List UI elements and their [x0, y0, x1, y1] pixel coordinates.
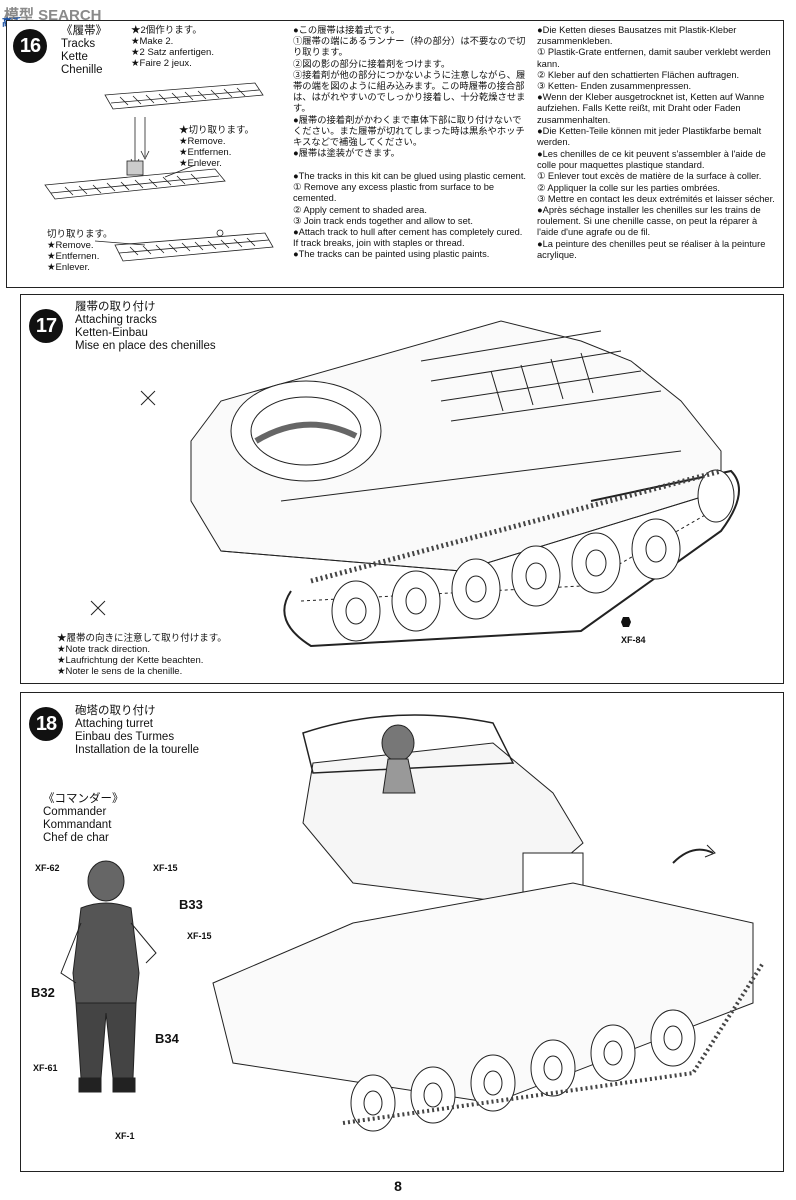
step18-title-jp: 砲塔の取り付け — [75, 705, 156, 717]
jp-line-3: ③接着剤が他の部分につかないように注意しながら、履帯の端を図のように組み込みます… — [293, 69, 526, 114]
road-wheels — [331, 469, 735, 642]
step17-note-en: ★Note track direction. — [57, 644, 150, 655]
de-line-0: ●Die Ketten dieses Bausatzes mit Plastik… — [537, 25, 737, 47]
commander-figure-illustration — [60, 860, 157, 1093]
step18-panel: 18 砲塔の取り付け Attaching turret Einbau des T… — [20, 692, 784, 1172]
step16-title-fr: Chenille — [61, 64, 103, 76]
watermark: 模型 SEARCH — [4, 7, 102, 24]
step17-title-en: Attaching tracks — [75, 314, 157, 326]
de-line-3: ③ Ketten- Enden zusammenpressen. — [537, 81, 692, 92]
de-line-1: ① Plastik-Grate entfernen, damit sauber … — [537, 47, 771, 69]
en-line-0: ●The tracks in this kit can be glued usi… — [293, 171, 526, 181]
jp-line-1: ①履帯の端にあるランナー（枠の部分）は不要なので切り取ります。 — [293, 36, 526, 58]
fr-line-1: ① Enlever tout excès de matière de la su… — [537, 171, 762, 182]
en-line-2: ② Apply cement to shaded area. — [293, 204, 427, 215]
paint-code-xf84: XF-84 — [621, 635, 646, 645]
step17-title-jp: 履帯の取り付け — [75, 301, 156, 313]
remove1-de: ★Entfernen. — [179, 147, 232, 158]
jp-line-4: ●履帯の接着剤がかわくまで車体下部に取り付けないでください。また履帯が切れてしま… — [293, 114, 525, 148]
step16-text-fr: ●Les chenilles de ce kit peuvent s'assem… — [537, 149, 777, 261]
commander-fr: Chef de char — [43, 832, 109, 844]
step17-number: 17 — [29, 309, 63, 343]
step16-remove-note-1: ★切り取ります。 ★Remove. ★Entfernen. ★Enlever. — [179, 125, 254, 169]
step16-number: 16 — [13, 29, 47, 63]
commander-jp: 《コマンダー》 — [43, 793, 124, 805]
commander-heading: 《コマンダー》 Commander Kommandant Chef de cha… — [43, 793, 124, 845]
step18-title-en: Attaching turret — [75, 718, 153, 730]
jp-line-0: ●この履帯は接着式です。 — [293, 25, 400, 35]
remove1-jp: ★切り取ります。 — [179, 125, 255, 136]
step16-text-en: ●The tracks in this kit can be glued usi… — [293, 171, 527, 261]
step18-title: 砲塔の取り付け Attaching turret Einbau des Turm… — [75, 705, 199, 757]
step17-title-fr: Mise en place des chenilles — [75, 340, 216, 352]
make-de: ★2 Satz anfertigen. — [131, 47, 214, 58]
step17-note-de: ★Laufrichtung der Kette beachten. — [57, 655, 204, 666]
code-xf15a: XF-15 — [153, 863, 178, 873]
fr-line-4: ●Après séchage installer les chenilles s… — [537, 205, 761, 238]
step16-text-de: ●Die Ketten dieses Bausatzes mit Plastik… — [537, 25, 777, 148]
step16-make-note: ★2個作ります。 ★Make 2. ★2 Satz anfertigen. ★F… — [131, 25, 214, 69]
jp-line-5: ●履帯は塗装ができます。 — [293, 148, 400, 159]
step17-note-jp: ★履帯の向きに注意して取り付けます。 — [57, 633, 227, 644]
de-line-2: ② Kleber auf den schattierten Flächen au… — [537, 69, 740, 80]
step16-title-de: Kette — [61, 51, 88, 63]
remove2-jp: 切り取ります。 — [47, 229, 113, 240]
fr-line-2: ② Appliquer la colle sur les parties omb… — [537, 182, 720, 193]
commander-en: Commander — [43, 806, 107, 818]
de-line-4: ●Wenn der Kleber ausgetrocknet ist, Kett… — [537, 92, 765, 125]
make-fr: ★Faire 2 jeux. — [131, 58, 192, 69]
step17-note: ★履帯の向きに注意して取り付けます。 ★Note track direction… — [57, 633, 227, 677]
de-line-5: ●Die Ketten-Teile können mit jeder Plast… — [537, 125, 762, 148]
step17-title: 履帯の取り付け Attaching tracks Ketten-Einbau M… — [75, 301, 216, 353]
step16-title-jp: 《履帯》 — [61, 25, 107, 37]
paint-marker-icon — [621, 617, 631, 627]
remove2-fr: ★Enlever. — [47, 262, 90, 273]
step16-title-en: Tracks — [61, 38, 96, 50]
code-xf1: XF-1 — [115, 1131, 135, 1141]
en-line-1: ① Remove any excess plastic from surface… — [293, 182, 495, 204]
remove1-en: ★Remove. — [179, 136, 226, 147]
step16-title: 《履帯》 Tracks Kette Chenille — [61, 25, 107, 77]
fr-line-3: ③ Mettre en contact les deux extrémités … — [537, 193, 775, 204]
en-line-4: ●Attach track to hull after cement has c… — [293, 227, 523, 249]
en-line-3: ③ Join track ends together and allow to … — [293, 215, 473, 226]
code-xf61: XF-61 — [33, 1063, 58, 1073]
step17-note-fr: ★Noter le sens de la chenille. — [57, 666, 183, 677]
step17-panel: 17 履帯の取り付け Attaching tracks Ketten-Einba… — [20, 294, 784, 684]
code-xf15b: XF-15 — [187, 931, 212, 941]
part-b32: B32 — [31, 985, 55, 1000]
remove1-fr: ★Enlever. — [179, 158, 222, 169]
en-line-5: ●The tracks can be painted using plastic… — [293, 249, 490, 260]
part-b34: B34 — [155, 1031, 179, 1046]
track-links-top — [119, 87, 246, 106]
fr-line-5: ●La peinture des chenilles peut se réali… — [537, 238, 766, 260]
step18-title-de: Einbau des Turmes — [75, 731, 175, 743]
commander-de: Kommandant — [43, 819, 112, 831]
tank-turret-illustration — [212, 714, 765, 1132]
fr-line-0: ●Les chenilles de ce kit peuvent s'assem… — [537, 149, 766, 171]
step18-number: 18 — [29, 707, 63, 741]
jp-line-2: ②図の影の部分に接着剤をつけます。 — [293, 58, 451, 69]
step17-title-de: Ketten-Einbau — [75, 327, 148, 339]
remove2-de: ★Entfernen. — [47, 251, 100, 262]
page-number: 8 — [394, 1178, 402, 1194]
step16-text-jp: ●この履帯は接着式です。 ①履帯の端にあるランナー（枠の部分）は不要なので切り取… — [293, 25, 527, 159]
part-b33: B33 — [179, 897, 203, 912]
step16-remove-note-2: 切り取ります。 ★Remove. ★Entfernen. ★Enlever. — [47, 229, 113, 273]
hull-with-tracks-illustration — [90, 320, 740, 648]
make-jp: ★2個作ります。 — [131, 25, 202, 36]
track-illustration — [44, 82, 274, 262]
step18-title-fr: Installation de la tourelle — [75, 744, 200, 756]
code-xf62: XF-62 — [35, 863, 60, 873]
remove2-en: ★Remove. — [47, 240, 94, 251]
step16-panel: 16 《履帯》 Tracks Kette Chenille ★2個作ります。 ★… — [6, 20, 784, 288]
make-en: ★Make 2. — [131, 36, 174, 47]
